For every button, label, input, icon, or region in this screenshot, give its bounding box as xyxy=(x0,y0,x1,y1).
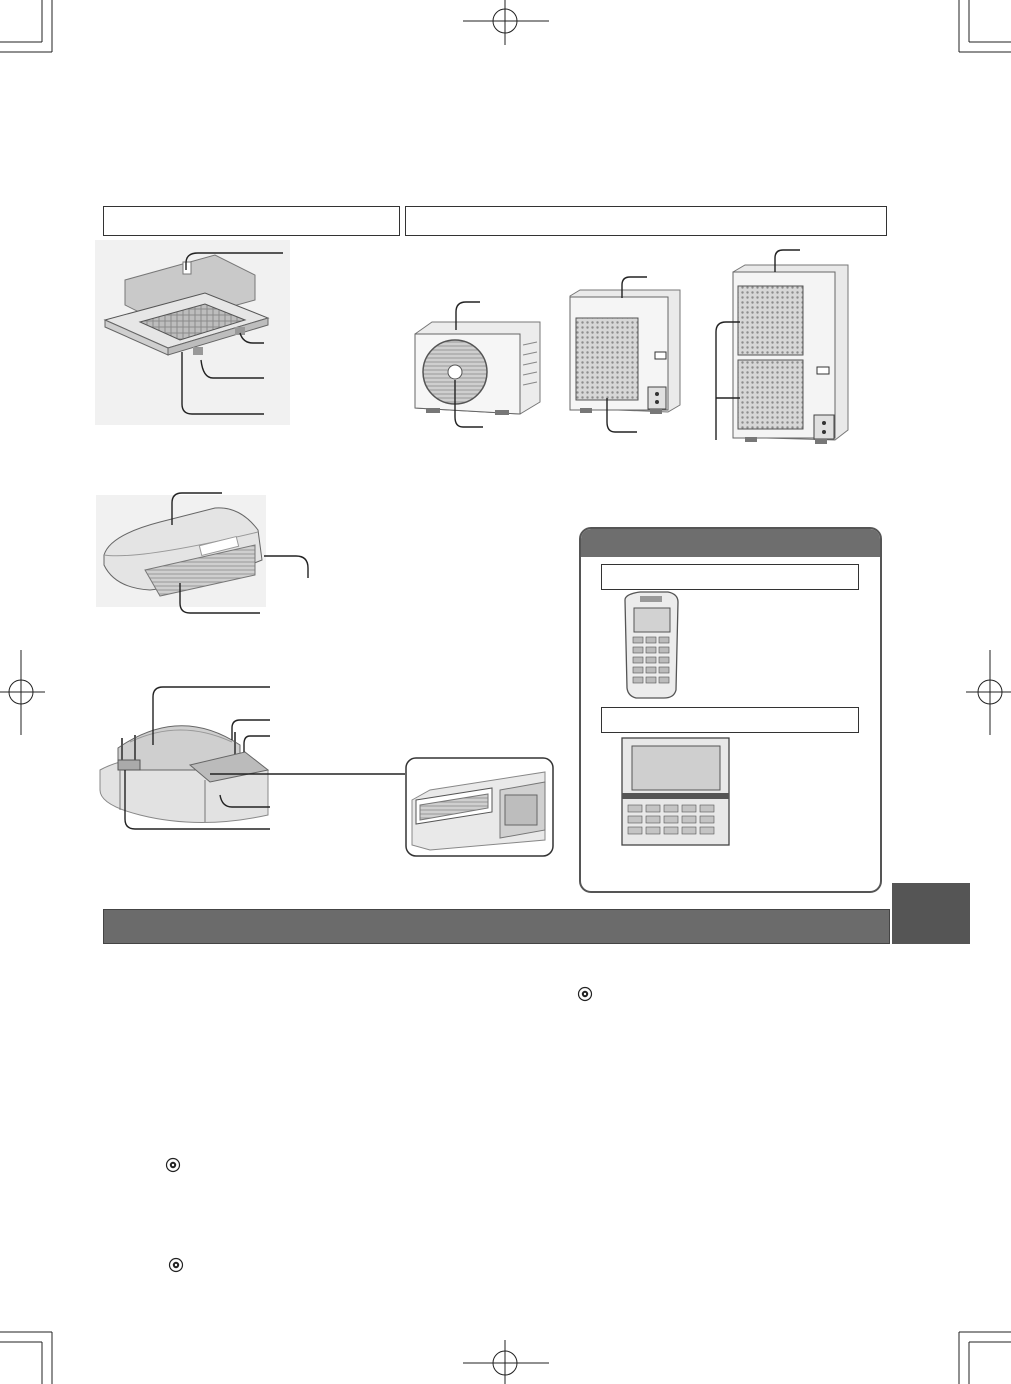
ceiling-unit-illustration xyxy=(96,495,266,607)
duct-detail-inset xyxy=(405,757,554,857)
registration-mark-bottom xyxy=(463,1340,549,1384)
outdoor-unit-medium-illustration xyxy=(569,289,681,414)
outdoor-large-leader-lines xyxy=(715,249,800,440)
remote-panel-header xyxy=(581,529,880,557)
ceiling-leader-lines xyxy=(171,492,309,614)
registration-mark-top xyxy=(463,0,549,45)
outdoor-medium-leader-lines xyxy=(606,276,647,433)
cassette-unit-illustration xyxy=(95,240,290,425)
wireless-remote-label-box xyxy=(601,564,859,590)
outdoor-unit-large-illustration xyxy=(732,264,849,444)
registration-mark-right xyxy=(966,650,1011,735)
gear-circle-icon xyxy=(168,1257,184,1273)
remote-controller-panel xyxy=(579,527,882,893)
registration-mark-left xyxy=(0,650,45,735)
outdoor-unit-small-illustration xyxy=(414,321,541,415)
language-side-tab xyxy=(892,883,970,944)
gear-circle-icon xyxy=(165,1157,181,1173)
duct-leader-lines xyxy=(124,686,405,830)
outdoor-unit-header-box xyxy=(405,206,887,236)
wired-remote-label-box xyxy=(601,707,859,733)
gear-circle-icon xyxy=(577,986,593,1002)
cassette-leader-lines xyxy=(181,252,283,415)
indoor-unit-header-box xyxy=(103,206,400,236)
outdoor-small-leader-lines xyxy=(454,301,483,428)
section-title-bar xyxy=(103,909,890,944)
